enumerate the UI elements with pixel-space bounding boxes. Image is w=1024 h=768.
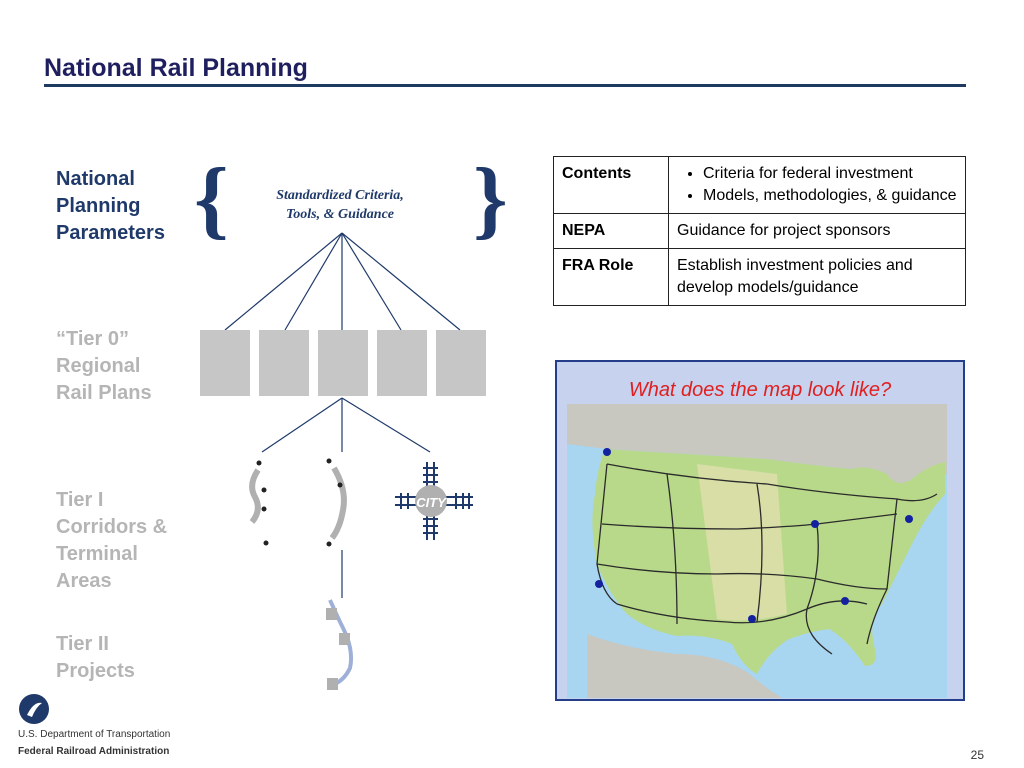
- national-planning-parameters-label: National Planning Parameters: [56, 166, 165, 247]
- dept-name: U.S. Department of Transportation: [18, 729, 171, 740]
- tier0-box: [436, 330, 486, 396]
- tier-line: Regional: [56, 355, 141, 377]
- city-terminal-icon: CITY: [395, 462, 473, 540]
- row-key: FRA Role: [553, 248, 669, 306]
- tier2-label: Tier II Projects: [56, 631, 135, 685]
- tier0-boxes: [200, 330, 486, 396]
- corridor-icon: [326, 458, 347, 547]
- tier0-box: [318, 330, 368, 396]
- agency-name: Federal Railroad Administration: [18, 746, 170, 757]
- row-value: Criteria for federal investment Models, …: [668, 156, 966, 214]
- page-title: National Rail Planning: [44, 54, 308, 82]
- tier-line: Parameters: [56, 222, 165, 244]
- row-value: Guidance for project sponsors: [668, 213, 966, 249]
- tier0-box: [200, 330, 250, 396]
- map-panel: What does the map look like?: [555, 360, 965, 701]
- std-line: Standardized Criteria,: [276, 188, 404, 203]
- tier-line: “Tier 0”: [56, 328, 129, 350]
- tier-line: Corridors &: [56, 516, 168, 538]
- fan-lines-top: [224, 232, 461, 331]
- row-key: Contents: [553, 156, 669, 214]
- tier0-label: “Tier 0” Regional Rail Plans: [56, 326, 152, 407]
- hierarchy-diagram: CITY: [200, 232, 486, 690]
- tier0-box: [259, 330, 309, 396]
- left-brace: {: [194, 151, 229, 248]
- bullet-item: Models, methodologies, & guidance: [703, 185, 957, 207]
- city-label: CITY: [416, 495, 447, 510]
- standardized-criteria-text: Standardized Criteria, Tools, & Guidance: [255, 186, 425, 224]
- map-question: What does the map look like?: [628, 379, 892, 401]
- info-table: Contents Criteria for federal investment…: [553, 156, 966, 306]
- tier0-box: [377, 330, 427, 396]
- tier-line: Areas: [56, 570, 112, 592]
- fan-lines-tier1: [261, 397, 431, 453]
- row-key: NEPA: [553, 213, 669, 249]
- bullet-item: Criteria for federal investment: [703, 163, 957, 185]
- tier-line: Rail Plans: [56, 382, 152, 404]
- right-brace: }: [473, 151, 508, 248]
- tier-line: Tier II: [56, 633, 109, 655]
- tier-line: Tier I: [56, 489, 104, 511]
- std-line: Tools, & Guidance: [286, 207, 394, 222]
- project-icon: [326, 599, 354, 690]
- tier-line: Terminal: [56, 543, 138, 565]
- tier1-label: Tier I Corridors & Terminal Areas: [56, 487, 167, 595]
- dot-logo-icon: [19, 694, 49, 724]
- tier-line: National: [56, 168, 135, 190]
- corridor-icon: [249, 460, 269, 546]
- page-number: 25: [970, 748, 984, 762]
- table-row: FRA Role Establish investment policies a…: [553, 248, 966, 306]
- table-row: Contents Criteria for federal investment…: [553, 156, 966, 214]
- us-rail-map: [567, 404, 947, 698]
- tier-line: Projects: [56, 660, 135, 682]
- row-value: Establish investment policies and develo…: [668, 248, 966, 306]
- table-row: NEPA Guidance for project sponsors: [553, 213, 966, 249]
- title-underline: [44, 84, 966, 87]
- tier-line: Planning: [56, 195, 141, 217]
